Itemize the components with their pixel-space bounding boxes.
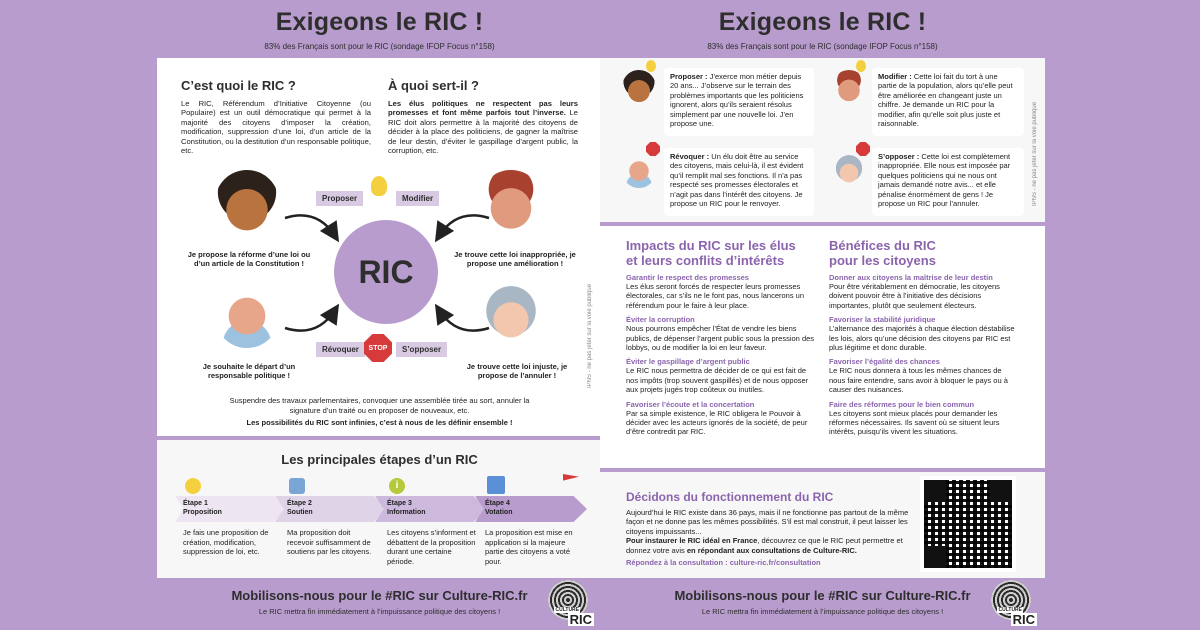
footer-sub: Le RIC mettra fin immédiatement à l’impu… [258,607,501,616]
step-4-arrow [475,496,587,522]
why-text: Les élus politiques ne respectent pas le… [388,99,578,156]
footer-title: Mobilisons-nous pour le #RIC sur Culture… [674,588,971,603]
step-2-arrow [275,496,387,522]
diagram-arrows [284,214,490,332]
arrow-top-right [434,214,490,243]
left-header: Exigeons le RIC ! 83% des Français sont … [157,0,602,58]
qr-code-icon[interactable] [920,476,1016,572]
arrow-bottom-left [284,303,340,332]
caption-bottom-right: Je trouve cette loi injuste, je propose … [466,362,568,380]
culture-ric-logo: CULTURE RIC [987,580,1037,626]
card-modify: Modifier : Cette loi fait du tort à une … [872,68,1024,136]
benefits-title-1: Bénéfices du RIC [829,238,936,253]
right-page: Exigeons le RIC ! 83% des Français sont … [600,0,1045,630]
ipns-note: IPNS - ne pas jeter sur la voie publique [1032,101,1038,206]
older-woman-avatar [832,154,866,188]
possibilities-section: Suspendre des travaux parlementaires, co… [217,396,542,428]
arrow-bottom-right [434,303,490,332]
tag-revoke: Révoquer [316,342,365,357]
stop-sign-icon [646,142,660,156]
tag-oppose: S’opposer [396,342,448,357]
right-footer: Mobilisons-nous pour le #RIC sur Culture… [600,578,1045,630]
caption-top-left: Je propose la réforme d’une loi ou d’un … [187,250,311,268]
what-heading: C’est quoi le RIC ? [181,78,296,93]
step-3-arrow [375,496,487,522]
possibilities-text: Suspendre des travaux parlementaires, co… [229,396,530,415]
red-flag-icon [563,474,579,481]
woman-dark-hair-avatar [215,170,279,234]
possibilities-bold: Les possibilités du RIC sont infinies, c… [246,418,513,427]
caption-bottom-left: Je souhaite le départ d’un responsable p… [202,362,296,380]
card-revoke: Révoquer : Un élu doit être au service d… [664,148,814,216]
decide-text: Aujourd’hui le RIC existe dans 36 pays, … [626,508,909,555]
impacts-title-1: Impacts du RIC sur les élus [626,238,796,253]
info-icon: i [389,478,405,494]
stop-sign-icon [856,142,870,156]
decide-section: Décidons du fonctionnement du RIC Aujour… [626,490,916,567]
impacts-title-2: et leurs conflits d’intérêts [626,253,785,268]
caption-top-right: Je trouve cette loi inappropriée, je pro… [454,250,576,268]
impacts-benefits-sheet: Impacts du RIC sur les élus et leurs con… [600,226,1045,468]
bald-man-avatar [215,284,279,348]
page-title: Exigeons le RIC ! [718,8,927,36]
why-section: À quoi sert-il ? Les élus politiques ne … [388,78,578,155]
what-text: Le RIC, Référendum d’Initiative Citoyenn… [181,99,371,156]
what-section: C’est quoi le RIC ? Le RIC, Référendum d… [181,78,371,155]
page-subtitle: 83% des Français sont pour le RIC (sonda… [264,42,495,51]
step-1-text: Je fais une proposition de création, mod… [183,528,269,556]
step-3-text: Les citoyens s’informent et débattent de… [387,528,476,566]
lightbulb-icon [646,60,656,72]
consultation-link[interactable]: Répondez à la consultation : culture-ric… [626,558,821,568]
stop-sign-icon: STOP [364,334,392,362]
benefits-title-2: pour les citoyens [829,253,936,268]
lightbulb-icon [371,176,387,196]
right-header: Exigeons le RIC ! 83% des Français sont … [600,0,1045,58]
step-2-text: Ma proposition doit recevoir suffisammen… [287,528,372,556]
steps-panel: Les principales étapes d’un RIC i Étape … [157,440,602,578]
card-oppose: S’opposer : Cette loi est complètement i… [872,148,1024,216]
decide-panel: Décidons du fonctionnement du RIC Aujour… [600,472,1045,578]
man-red-hair-avatar [832,70,866,104]
steps-title: Les principales étapes d’un RIC [281,452,478,467]
arrow-top-left [284,214,340,243]
page-title: Exigeons le RIC ! [275,8,484,36]
step-4-text: La proposition est mise en application s… [485,528,573,566]
steps-arrow-bar [175,496,587,522]
decide-title: Décidons du fonctionnement du RIC [626,490,834,504]
tag-modify: Modifier [396,191,440,206]
woman-dark-hair-avatar [622,70,656,104]
ipns-note: IPNS - ne pas jeter sur la voie publique [587,283,593,388]
tag-propose: Proposer [316,191,364,206]
man-red-hair-avatar [479,170,543,234]
benefits-column: Bénéfices du RIC pour les citoyens Donne… [829,238,1019,437]
culture-ric-logo: CULTURE RIC [544,580,594,626]
lightbulb-icon [185,478,201,494]
step-1-arrow [175,496,287,522]
why-heading: À quoi sert-il ? [388,78,479,93]
left-page: Exigeons le RIC ! 83% des Français sont … [157,0,602,630]
impacts-list: Garantir le respect des promesses Les él… [626,273,815,437]
older-woman-avatar [479,284,543,348]
card-propose: Proposer : J’exerce mon métier depuis 20… [664,68,814,136]
bald-man-avatar [622,154,656,188]
footer-title: Mobilisons-nous pour le #RIC sur Culture… [231,588,528,603]
ballot-box-icon [487,476,505,494]
benefits-list: Donner aux citoyens la maîtrise de leur … [829,273,1015,437]
left-footer: Mobilisons-nous pour le #RIC sur Culture… [157,578,602,630]
footer-sub: Le RIC mettra fin immédiatement à l’impu… [701,607,944,616]
impacts-column: Impacts du RIC sur les élus et leurs con… [626,238,816,437]
scenario-cards-panel: Proposer : J’exerce mon métier depuis 20… [600,58,1045,222]
lightbulb-icon [856,60,866,72]
thumbs-up-icon [289,478,305,494]
left-main-sheet: C’est quoi le RIC ? Le RIC, Référendum d… [157,58,602,436]
ric-center-circle: RIC [334,220,438,324]
page-subtitle: 83% des Français sont pour le RIC (sonda… [707,42,938,51]
